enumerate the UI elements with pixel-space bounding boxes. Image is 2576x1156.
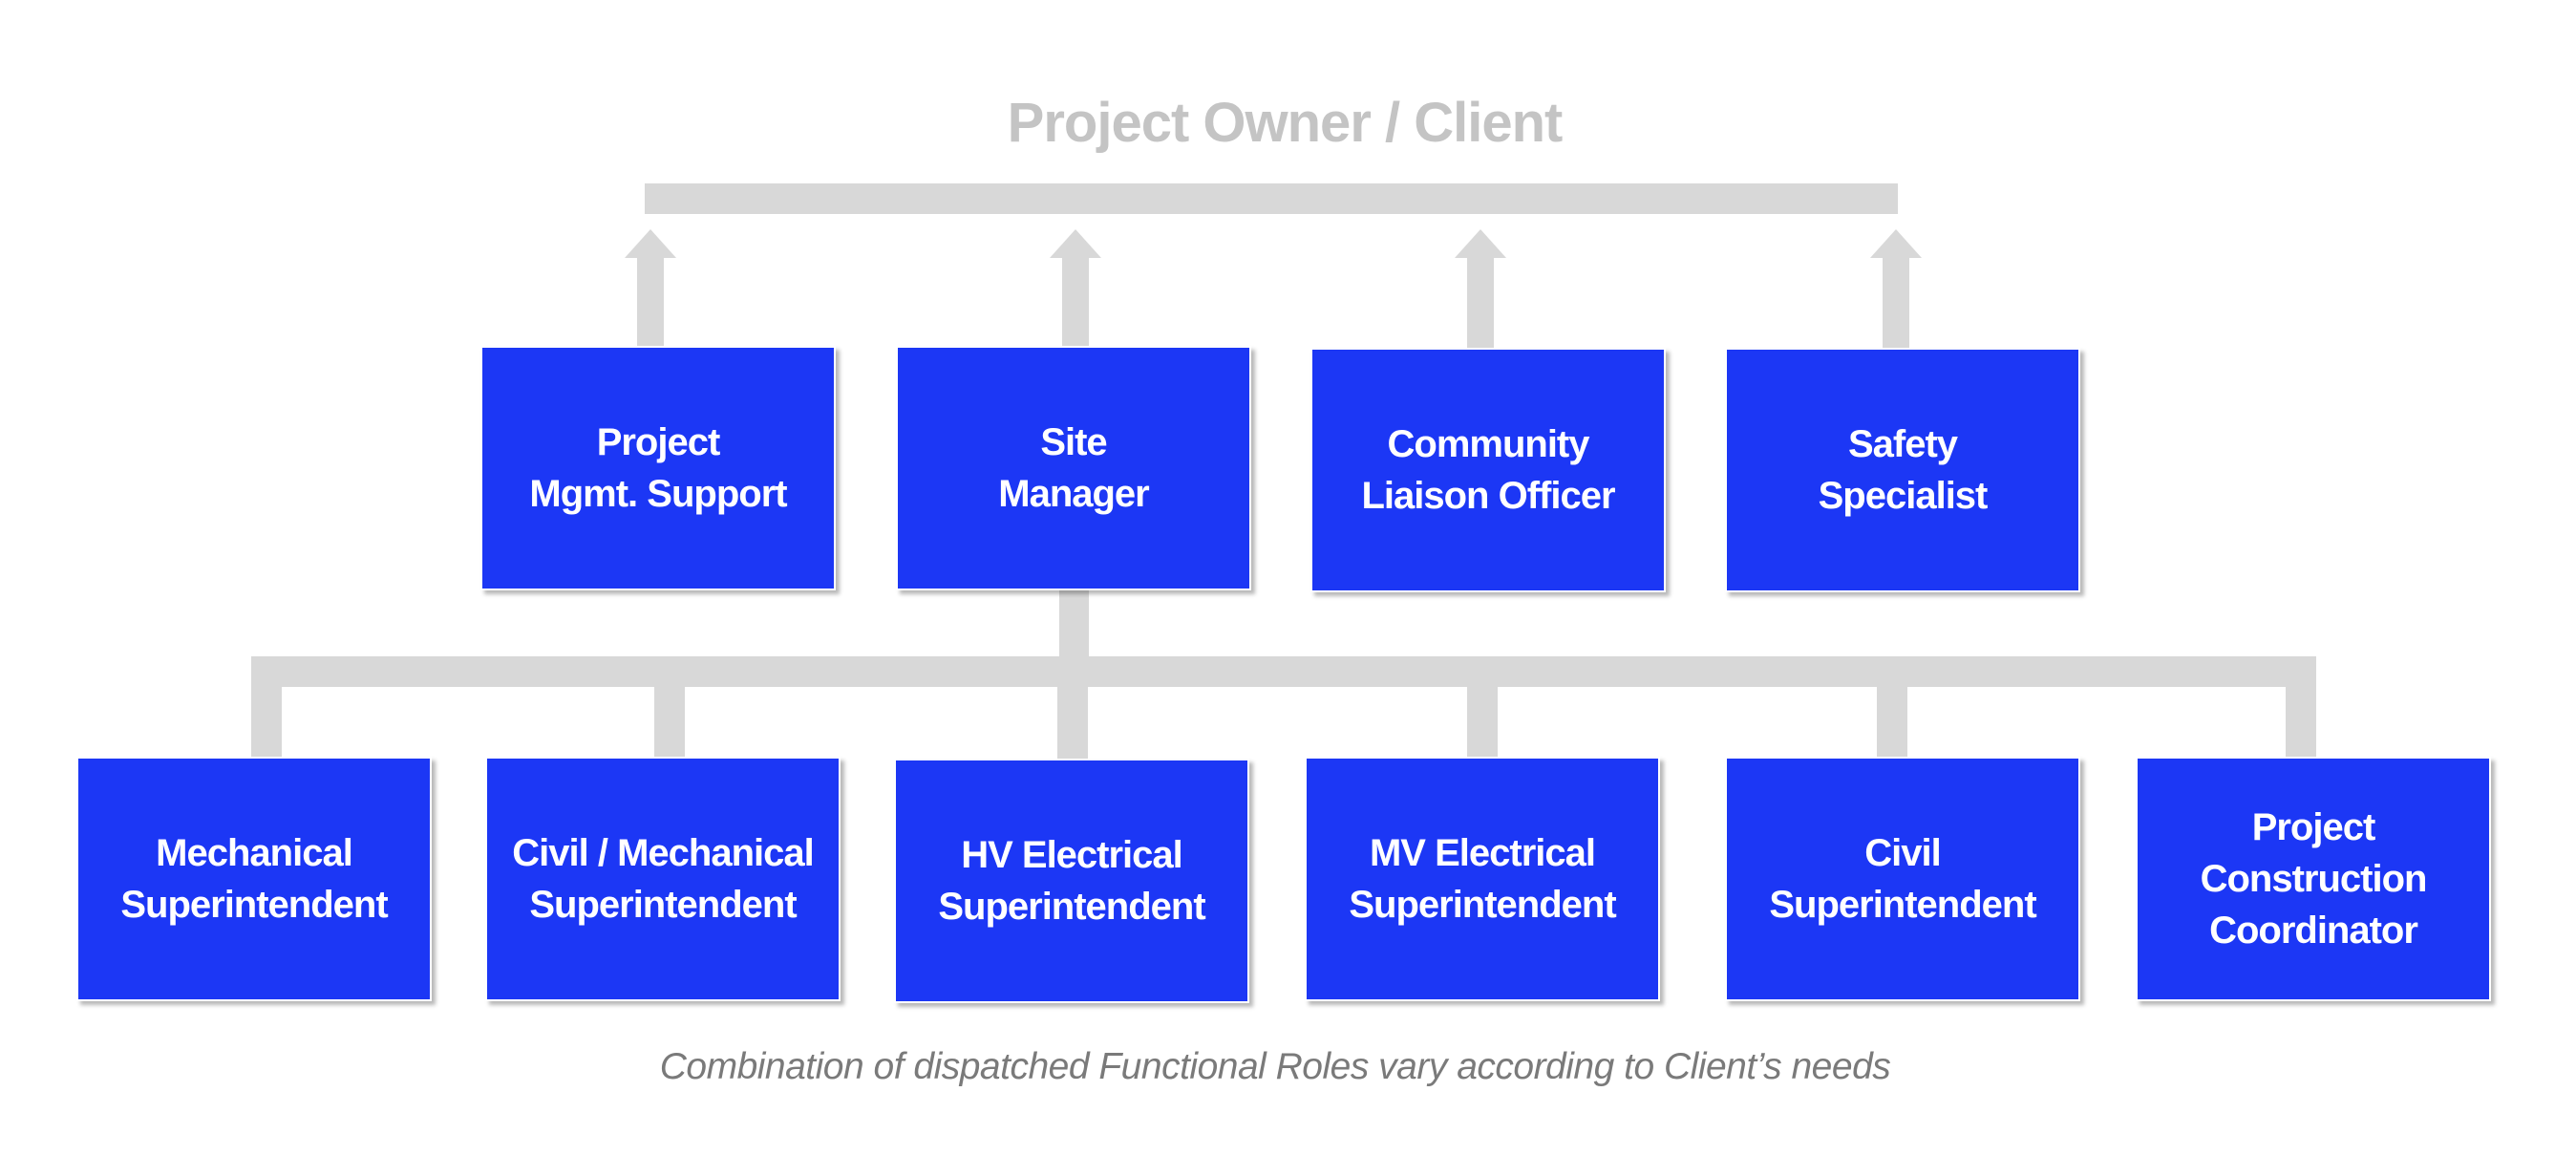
role-box-project-construction-coordinator: Project Construction Coordinator <box>2136 757 2491 1001</box>
role-label-line1: Mechanical <box>156 832 353 874</box>
drop-connector-1 <box>251 683 282 760</box>
drop-connector-3 <box>1057 683 1088 760</box>
role-label-line2: Superintendent <box>1349 884 1616 926</box>
role-label-line1: Project <box>2251 806 2376 848</box>
role-box-civil-superintendent: Civil Superintendent <box>1725 757 2080 1001</box>
role-label-line1: Civil / Mechanical <box>512 832 814 874</box>
role-box-safety-specialist: Safety Specialist <box>1725 348 2080 592</box>
role-label-line2: Construction <box>2200 858 2428 900</box>
role-label-line2: Superintendent <box>529 884 797 926</box>
bottom-connector-bar <box>251 656 2316 687</box>
arrow-shaft-1 <box>637 250 664 346</box>
role-label-line2: Manager <box>998 473 1149 515</box>
role-label-line1: Community <box>1387 423 1590 465</box>
role-box-project-mgmt-support: Project Mgmt. Support <box>480 346 836 590</box>
role-label-line1: Safety <box>1847 423 1958 465</box>
role-label-line3: Coordinator <box>2209 910 2418 952</box>
role-label-line2: Liaison Officer <box>1361 475 1615 517</box>
top-connector-bar <box>645 183 1898 214</box>
role-box-hv-electrical-superintendent: HV Electrical Superintendent <box>894 759 1249 1003</box>
role-label-line1: Civil <box>1864 832 1941 874</box>
arrow-up-icon <box>1870 229 1922 258</box>
drop-connector-4 <box>1467 683 1498 760</box>
drop-connector-2 <box>654 683 685 760</box>
role-label-line1: MV Electrical <box>1369 832 1596 874</box>
drop-connector-6 <box>2286 683 2316 760</box>
footnote-caption: Combination of dispatched Functional Rol… <box>659 1046 1891 1087</box>
arrow-shaft-3 <box>1467 250 1494 348</box>
role-label-line2: Specialist <box>1818 475 1989 517</box>
drop-connector-5 <box>1877 683 1907 760</box>
role-box-site-manager: Site Manager <box>896 346 1251 590</box>
role-box-mv-electrical-superintendent: MV Electrical Superintendent <box>1305 757 1660 1001</box>
arrow-shaft-2 <box>1062 250 1089 348</box>
role-box-mechanical-superintendent: Mechanical Superintendent <box>76 757 432 1001</box>
role-label-line1: Project <box>596 421 721 463</box>
role-label-line1: Site <box>1040 421 1107 463</box>
arrow-up-icon <box>1455 229 1506 258</box>
role-label-line2: Superintendent <box>120 884 388 926</box>
role-box-civil-mechanical-superintendent: Civil / Mechanical Superintendent <box>485 757 841 1001</box>
diagram-title: Project Owner / Client <box>1007 92 1564 154</box>
site-manager-down-connector <box>1059 590 1089 659</box>
role-label-line2: Superintendent <box>1769 884 2036 926</box>
arrow-shaft-4 <box>1883 250 1909 350</box>
role-label-line2: Mgmt. Support <box>529 473 787 515</box>
role-label-line2: Superintendent <box>938 886 1205 928</box>
role-label-line1: HV Electrical <box>961 834 1183 876</box>
arrow-up-icon <box>1050 229 1101 258</box>
arrow-up-icon <box>625 229 676 258</box>
role-box-community-liaison-officer: Community Liaison Officer <box>1310 348 1666 592</box>
